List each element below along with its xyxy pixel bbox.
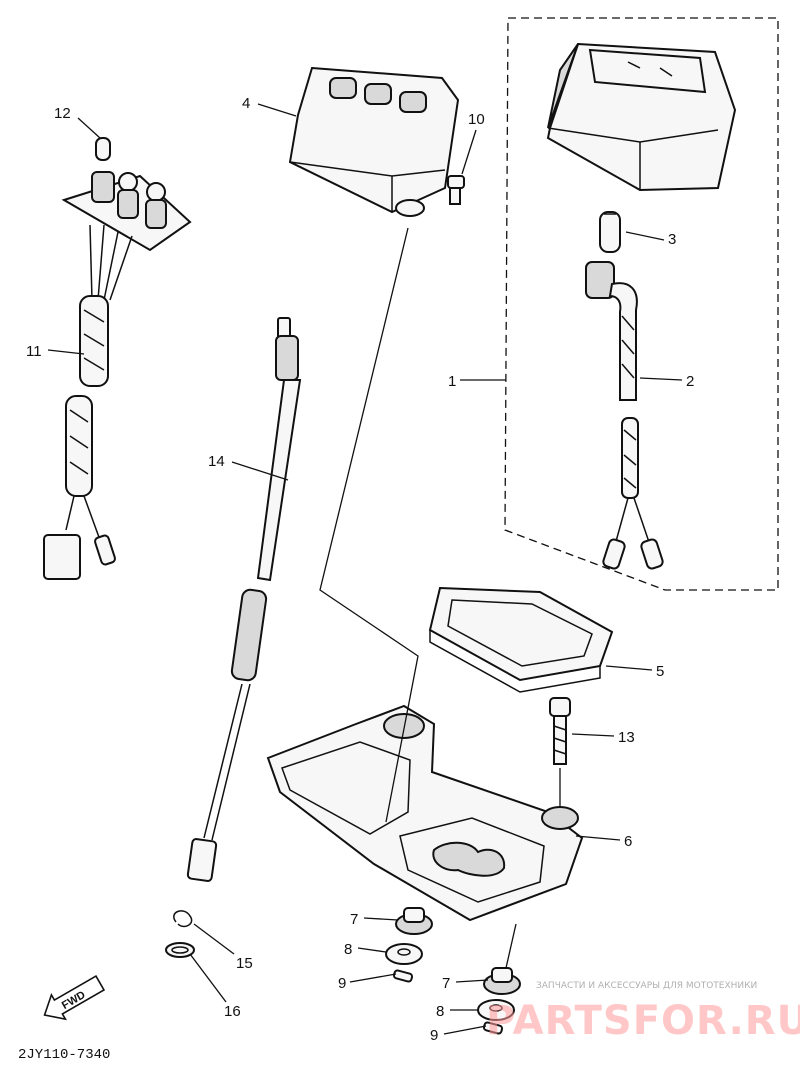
cable-clip <box>173 910 193 928</box>
alignment-line-cover <box>319 227 419 823</box>
leader-6 <box>575 835 621 841</box>
leader-12 <box>77 117 101 139</box>
leader-7a <box>363 917 399 921</box>
indicator-socket-cord <box>43 171 192 580</box>
meter-housing-complete <box>546 42 737 192</box>
callout-9a: 9 <box>338 975 346 992</box>
leader-16 <box>189 953 227 1003</box>
alignment-line-lower <box>505 923 517 969</box>
callout-4: 4 <box>242 95 250 112</box>
o-ring <box>165 942 195 958</box>
indicator-bulb <box>95 137 111 161</box>
callout-9b: 9 <box>430 1027 438 1044</box>
callout-11: 11 <box>26 343 42 360</box>
meter-bracket <box>266 704 584 922</box>
callout-1: 1 <box>448 373 456 390</box>
leader-14 <box>231 461 289 481</box>
leader-4 <box>257 103 297 117</box>
meter-cover <box>288 66 460 217</box>
leader-3 <box>625 231 665 241</box>
callout-7a: 7 <box>350 911 358 928</box>
drawing-code: 2JY110-7340 <box>18 1047 110 1063</box>
watermark-caption: ЗАПЧАСТИ И АКСЕССУАРЫ ДЛЯ МОТОТЕХНИКИ <box>536 981 757 991</box>
speedometer-cable <box>186 317 302 882</box>
fwd-arrow-badge: FWD <box>43 974 106 1021</box>
leader-9b <box>443 1025 487 1035</box>
leader-10 <box>461 129 477 175</box>
assembly-boundary <box>504 17 779 591</box>
callout-7b: 7 <box>442 975 450 992</box>
callout-3: 3 <box>668 231 676 248</box>
leader-2 <box>639 377 683 381</box>
meter-bolt <box>549 697 571 765</box>
leader-15 <box>193 923 235 955</box>
meter-bulb <box>599 211 621 253</box>
meter-damper <box>428 586 614 693</box>
screw <box>447 175 465 205</box>
grommet-lower <box>483 967 521 995</box>
leader-13 <box>571 733 615 737</box>
callout-12: 12 <box>54 105 71 122</box>
meter-socket-cord <box>585 261 664 570</box>
callout-14: 14 <box>208 453 225 470</box>
callout-10: 10 <box>468 111 485 128</box>
leader-8a <box>357 947 387 953</box>
grommet-upper <box>395 907 433 935</box>
leader-5 <box>605 665 653 671</box>
callout-5: 5 <box>656 663 664 680</box>
callout-2: 2 <box>686 373 694 390</box>
callout-6: 6 <box>624 833 632 850</box>
washer-upper <box>385 943 423 965</box>
leader-7b <box>455 979 489 983</box>
callout-13: 13 <box>618 729 635 746</box>
nut-upper <box>392 969 414 983</box>
callout-8a: 8 <box>344 941 352 958</box>
leader-11 <box>47 349 85 355</box>
watermark-site: PARTSFOR.RU <box>486 998 800 1044</box>
callout-15: 15 <box>236 955 253 972</box>
callout-8b: 8 <box>436 1003 444 1020</box>
leader-9a <box>349 973 397 983</box>
fwd-label: FWD <box>60 989 88 1012</box>
callout-16: 16 <box>224 1003 241 1020</box>
